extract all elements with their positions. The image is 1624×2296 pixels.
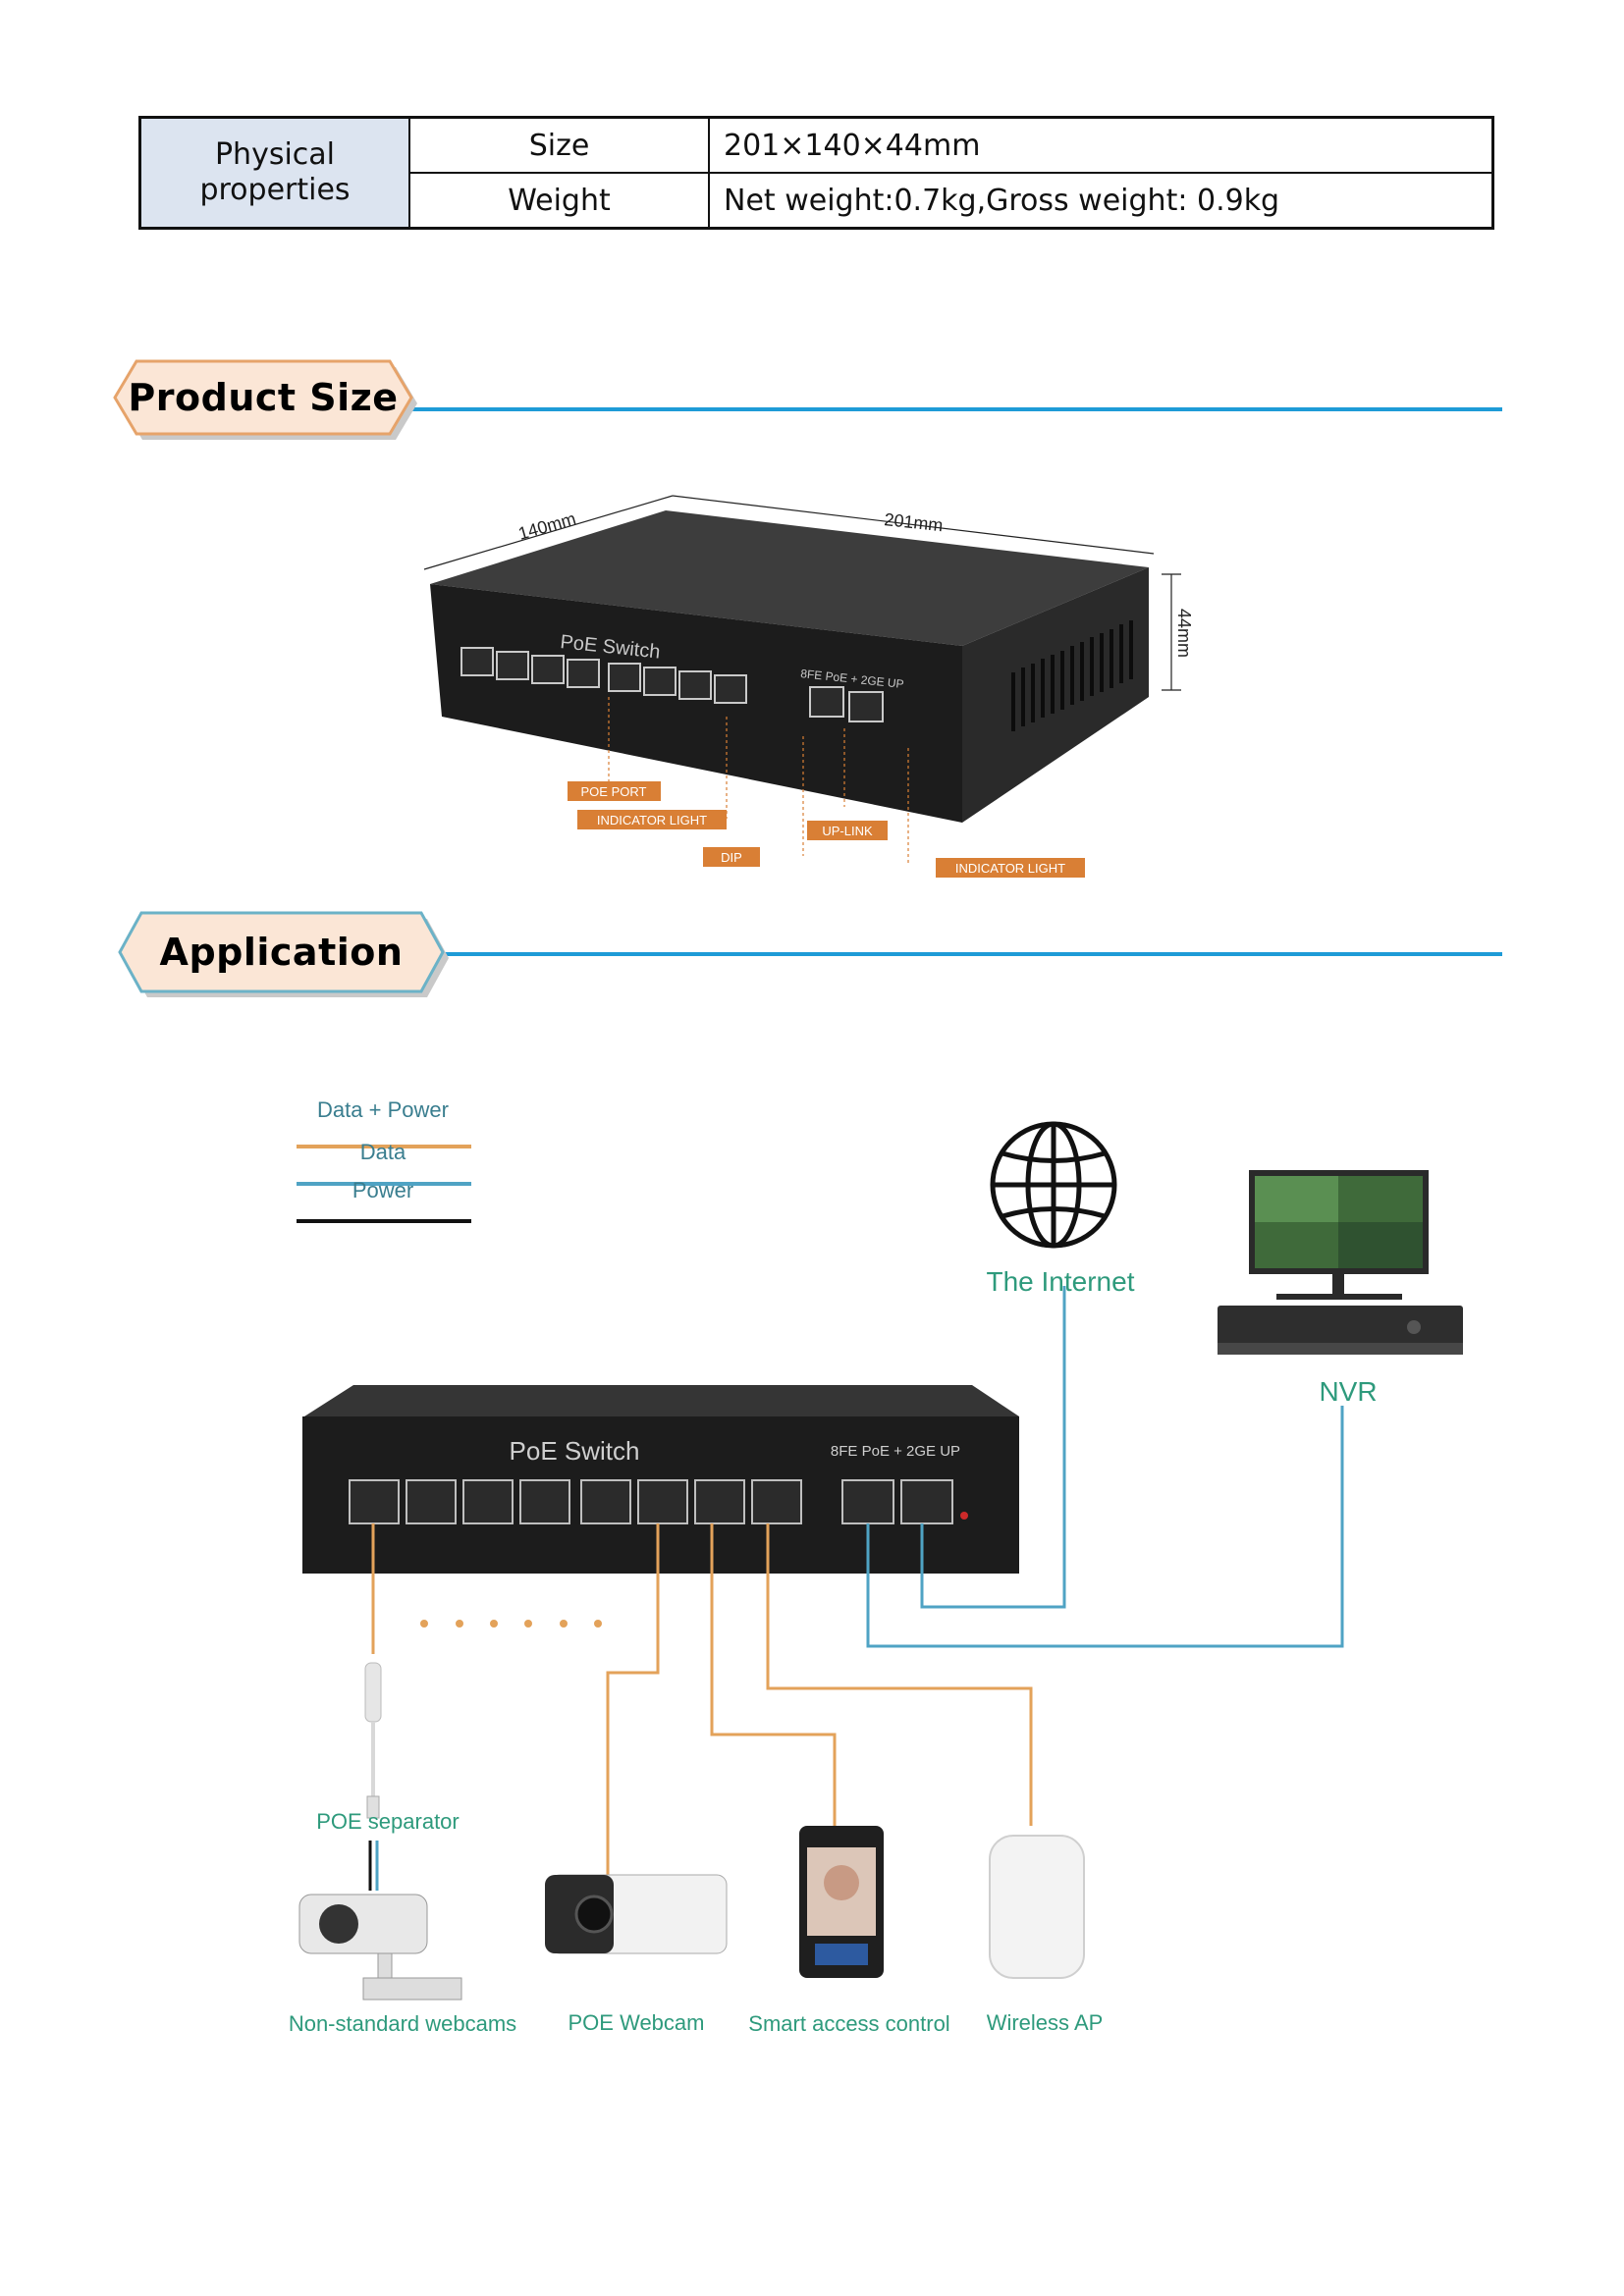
non-standard-webcam-label: Non-standard webcams	[289, 2011, 516, 2036]
switch-sublabel: 8FE PoE + 2GE UP	[831, 1443, 960, 1460]
badge-shape	[118, 911, 445, 993]
section-title: Application	[159, 931, 404, 974]
section-title: Product Size	[128, 376, 399, 419]
callout-tags: POE PORT INDICATOR LIGHT DIP UP-LINK IND…	[568, 781, 1085, 878]
section-rule	[422, 952, 1502, 956]
application-header: Application	[0, 903, 1624, 1001]
monitor-icon	[1249, 1170, 1429, 1300]
switch-front	[430, 584, 962, 823]
uplink-ports	[809, 686, 884, 722]
more-ports-dots	[420, 1620, 602, 1628]
section-badge: Product Size	[113, 359, 417, 440]
application-diagram: Data + Power Data Power The Internet NVR	[289, 1097, 1463, 2036]
legend: Data + Power Data Power	[297, 1097, 471, 1223]
product-size-header: Product Size	[0, 353, 1624, 442]
group-label: Physical properties	[138, 116, 410, 230]
length-label: 201mm	[884, 509, 945, 535]
nvr-label: NVR	[1319, 1376, 1377, 1407]
callout-dip: DIP	[721, 850, 742, 865]
weight-value: Net weight:0.7kg,Gross weight: 0.9kg	[708, 172, 1494, 230]
product-size-diagram: PoE Switch 8FE PoE + 2GE UP 140mm 201mm …	[423, 495, 1194, 878]
size-key: Size	[408, 116, 710, 174]
dimension-lines	[423, 495, 1181, 691]
switch-top	[430, 510, 1149, 646]
poe-webcam-icon	[545, 1874, 728, 1954]
nvr-icon	[1218, 1306, 1463, 1355]
separator-label: POE separator	[316, 1809, 460, 1834]
legend-power: Power	[352, 1178, 413, 1202]
poe-switch-icon	[302, 1385, 1019, 1574]
depth-label: 140mm	[516, 508, 578, 544]
badge-shape	[113, 359, 413, 436]
wireless-ap-icon	[989, 1835, 1085, 1979]
globe-icon	[990, 1121, 1117, 1249]
spec-table: Physical properties Size 201×140×44mm We…	[138, 116, 1494, 230]
vent-slots	[1011, 620, 1133, 731]
switch-label: PoE Switch	[510, 1436, 640, 1466]
data-links	[866, 1286, 1344, 1648]
poe-separator-icon	[364, 1662, 382, 1819]
callout-up-link: UP-LINK	[822, 824, 873, 838]
poe-webcam-label: POE Webcam	[568, 2010, 705, 2035]
switch-side	[962, 567, 1149, 823]
legend-data-power: Data + Power	[317, 1097, 449, 1122]
bullet-camera-icon	[298, 1894, 462, 2001]
poe-ports	[460, 647, 747, 704]
callout-indicator-light: INDICATOR LIGHT	[597, 813, 707, 828]
callout-indicator-light-2: INDICATOR LIGHT	[955, 861, 1065, 876]
table-row: Physical properties Size 201×140×44mm	[138, 116, 1494, 230]
access-control-icon	[799, 1826, 884, 1978]
table-row: Weight Net weight:0.7kg,Gross weight: 0.…	[140, 172, 1494, 230]
weight-key: Weight	[408, 172, 710, 230]
wireless-ap-label: Wireless AP	[987, 2010, 1104, 2035]
height-label: 44mm	[1174, 609, 1194, 658]
section-rule	[373, 407, 1502, 411]
legend-data: Data	[360, 1140, 406, 1164]
callout-leaders	[608, 697, 909, 864]
data-power-links	[371, 1523, 1033, 1875]
access-control-label: Smart access control	[748, 2011, 949, 2036]
callout-poe-port: POE PORT	[581, 784, 647, 799]
section-badge: Application	[118, 911, 449, 997]
internet-label: The Internet	[987, 1266, 1135, 1297]
size-value: 201×140×44mm	[708, 116, 1494, 174]
